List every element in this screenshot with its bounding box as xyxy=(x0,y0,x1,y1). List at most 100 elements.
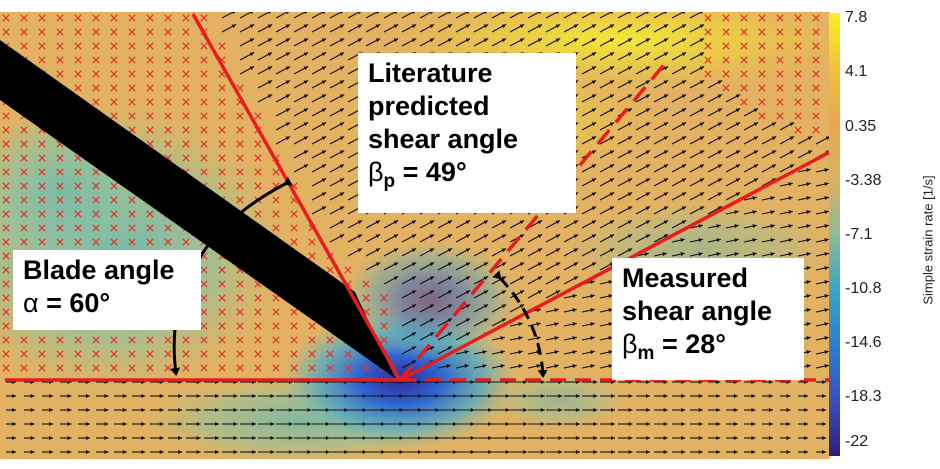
velocity-arrow-head xyxy=(488,450,493,454)
velocity-arrow-head xyxy=(645,24,651,29)
velocity-arrow-head xyxy=(717,136,723,141)
velocity-arrow-head xyxy=(824,182,829,187)
velocity-arrow-head xyxy=(733,408,738,412)
velocity-arrow xyxy=(329,12,343,19)
velocity-arrow-head xyxy=(411,290,417,295)
velocity-arrow-head xyxy=(593,408,598,412)
masked-point xyxy=(74,210,82,218)
velocity-arrow-head xyxy=(628,408,633,412)
masked-point xyxy=(92,364,100,372)
velocity-arrow-head xyxy=(573,220,579,225)
velocity-arrow-head xyxy=(67,422,72,426)
velocity-arrow-head xyxy=(663,94,669,99)
velocity-arrow-head xyxy=(556,12,560,15)
velocity-arrow-head xyxy=(716,394,721,398)
velocity-arrow-head xyxy=(447,220,453,225)
velocity-arrow-head xyxy=(358,12,362,15)
colorbar-tick-0: 7.8 xyxy=(845,9,868,26)
velocity-arrow-head xyxy=(429,248,435,253)
velocity-arrow-head xyxy=(573,234,579,239)
velocity-arrow-head xyxy=(159,408,164,412)
velocity-arrow-head xyxy=(267,38,273,43)
velocity-arrow-head xyxy=(270,436,275,440)
velocity-arrow-head xyxy=(339,122,345,127)
masked-point xyxy=(2,140,10,148)
velocity-arrow-head xyxy=(447,290,453,295)
measured-label-value-row: βm = 28° xyxy=(622,328,794,370)
velocity-arrow-head xyxy=(734,224,739,229)
velocity-arrow-head xyxy=(411,248,417,253)
masked-point xyxy=(2,280,10,288)
velocity-arrow-head xyxy=(122,450,127,454)
velocity-arrow-head xyxy=(270,408,275,412)
velocity-arrow-head xyxy=(824,364,829,369)
velocity-arrow-head xyxy=(505,422,510,426)
masked-point xyxy=(182,14,190,22)
velocity-arrow-head xyxy=(375,248,381,253)
velocity-arrow xyxy=(239,12,253,19)
velocity-arrow-head xyxy=(609,136,615,141)
velocity-arrow-head xyxy=(554,322,559,327)
velocity-arrow-head xyxy=(681,192,687,197)
velocity-arrow-head xyxy=(700,12,704,15)
masked-point xyxy=(110,364,118,372)
velocity-arrow-head xyxy=(12,394,17,398)
masked-point xyxy=(2,224,10,232)
velocity-arrow-head xyxy=(753,122,759,127)
velocity-arrow-head xyxy=(609,122,615,127)
velocity-arrow-head xyxy=(501,262,507,267)
velocity-arrow-head xyxy=(698,252,703,257)
masked-point xyxy=(254,154,262,162)
velocity-arrow-head xyxy=(627,80,633,85)
velocity-arrow-head xyxy=(628,436,633,440)
velocity-arrow-head xyxy=(804,408,809,412)
masked-point xyxy=(182,56,190,64)
velocity-arrow-head xyxy=(627,38,633,43)
masked-point xyxy=(146,112,154,120)
velocity-arrow-head xyxy=(49,436,54,440)
velocity-arrow-head xyxy=(249,52,255,57)
velocity-arrow-head xyxy=(178,436,183,440)
masked-point xyxy=(812,98,820,106)
velocity-arrow-head xyxy=(141,436,146,440)
velocity-arrow-head xyxy=(196,394,201,398)
masked-point xyxy=(182,112,190,120)
velocity-arrow-head xyxy=(362,450,367,454)
velocity-arrow-head xyxy=(470,422,475,426)
velocity-arrow-head xyxy=(768,408,773,412)
velocity-arrow-head xyxy=(591,66,597,71)
velocity-arrow xyxy=(671,12,685,19)
velocity-arrow-head xyxy=(681,108,687,113)
velocity-arrow-head xyxy=(307,450,312,454)
velocity-arrow-head xyxy=(611,408,615,412)
velocity-arrow-head xyxy=(646,422,651,426)
masked-point xyxy=(92,14,100,22)
velocity-arrow-head xyxy=(252,394,256,398)
velocity-arrow-head xyxy=(453,436,458,440)
velocity-arrow-head xyxy=(321,192,327,197)
velocity-arrow-head xyxy=(537,234,543,239)
masked-point xyxy=(380,294,388,302)
velocity-arrow-head xyxy=(357,220,363,225)
velocity-arrow-head xyxy=(303,52,309,57)
velocity-arrow-head xyxy=(429,304,435,309)
masked-point xyxy=(200,126,208,134)
velocity-arrow-head xyxy=(716,408,721,412)
velocity-arrow-head xyxy=(646,436,651,440)
velocity-arrow-head xyxy=(608,280,613,285)
velocity-arrow-head xyxy=(399,394,404,398)
velocity-arrow-head xyxy=(664,12,668,15)
velocity-arrow-head xyxy=(593,394,598,398)
velocity-arrow-head xyxy=(662,252,667,257)
velocity-arrow-head xyxy=(590,294,595,299)
velocity-arrow-head xyxy=(663,408,668,412)
velocity-arrow-head xyxy=(520,12,524,15)
masked-point xyxy=(146,224,154,232)
velocity-arrow-head xyxy=(590,322,595,327)
velocity-arrow-head xyxy=(609,24,615,29)
masked-point xyxy=(380,336,388,344)
measured-label-line1: Measured xyxy=(622,263,749,293)
velocity-arrow-head xyxy=(286,12,290,15)
velocity-arrow-head xyxy=(663,38,669,43)
velocity-arrow-head xyxy=(446,364,451,369)
